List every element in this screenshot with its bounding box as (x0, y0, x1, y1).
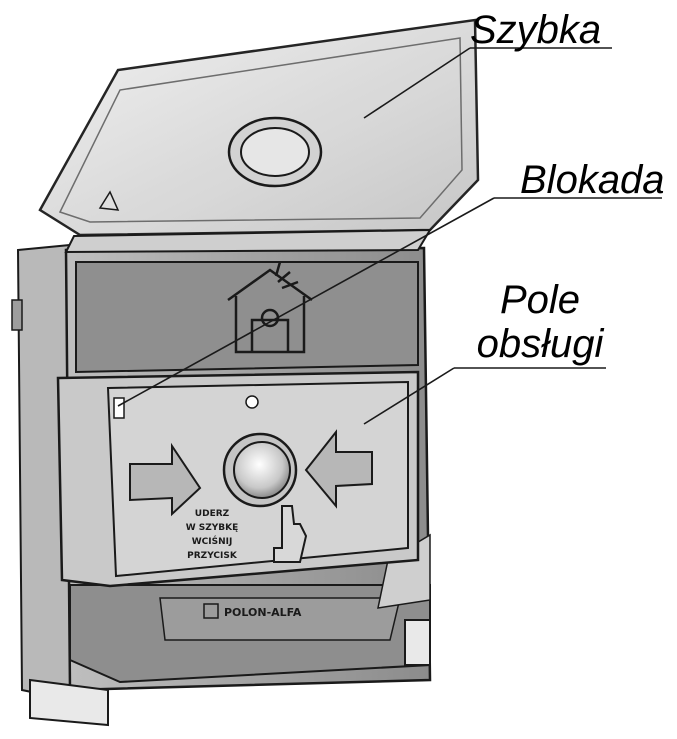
instruction-line-1: UDERZ (195, 509, 230, 519)
push-button (222, 432, 298, 508)
label-szybka: Szybka (470, 8, 602, 52)
instruction-line-4: PRZYCISK (187, 551, 238, 561)
operating-field: UDERZ W SZYBKĘ WCIŚNIJ PRZYCISK (56, 370, 420, 588)
lock-tab (113, 397, 125, 419)
arrow-left-icon (304, 429, 373, 509)
arrow-right-icon (129, 442, 202, 517)
brand-plate: POLON-ALFA (203, 603, 302, 619)
label-blokada: Blokada (520, 158, 665, 202)
label-pole-line1: Pole (499, 278, 581, 322)
instruction-line-3: WCIŚNIJ (192, 535, 233, 547)
house-logo-icon (227, 261, 313, 354)
glass-lid (38, 18, 480, 254)
brand-name: POLON-ALFA (224, 606, 302, 619)
label-pole-obslugi: Pole obsługi (470, 278, 610, 366)
hand-pointer-icon (273, 505, 308, 563)
label-pole-line2: obsługi (476, 322, 604, 366)
leader-lines (117, 47, 662, 425)
instruction-line-2: W SZYBKĘ (186, 523, 239, 533)
